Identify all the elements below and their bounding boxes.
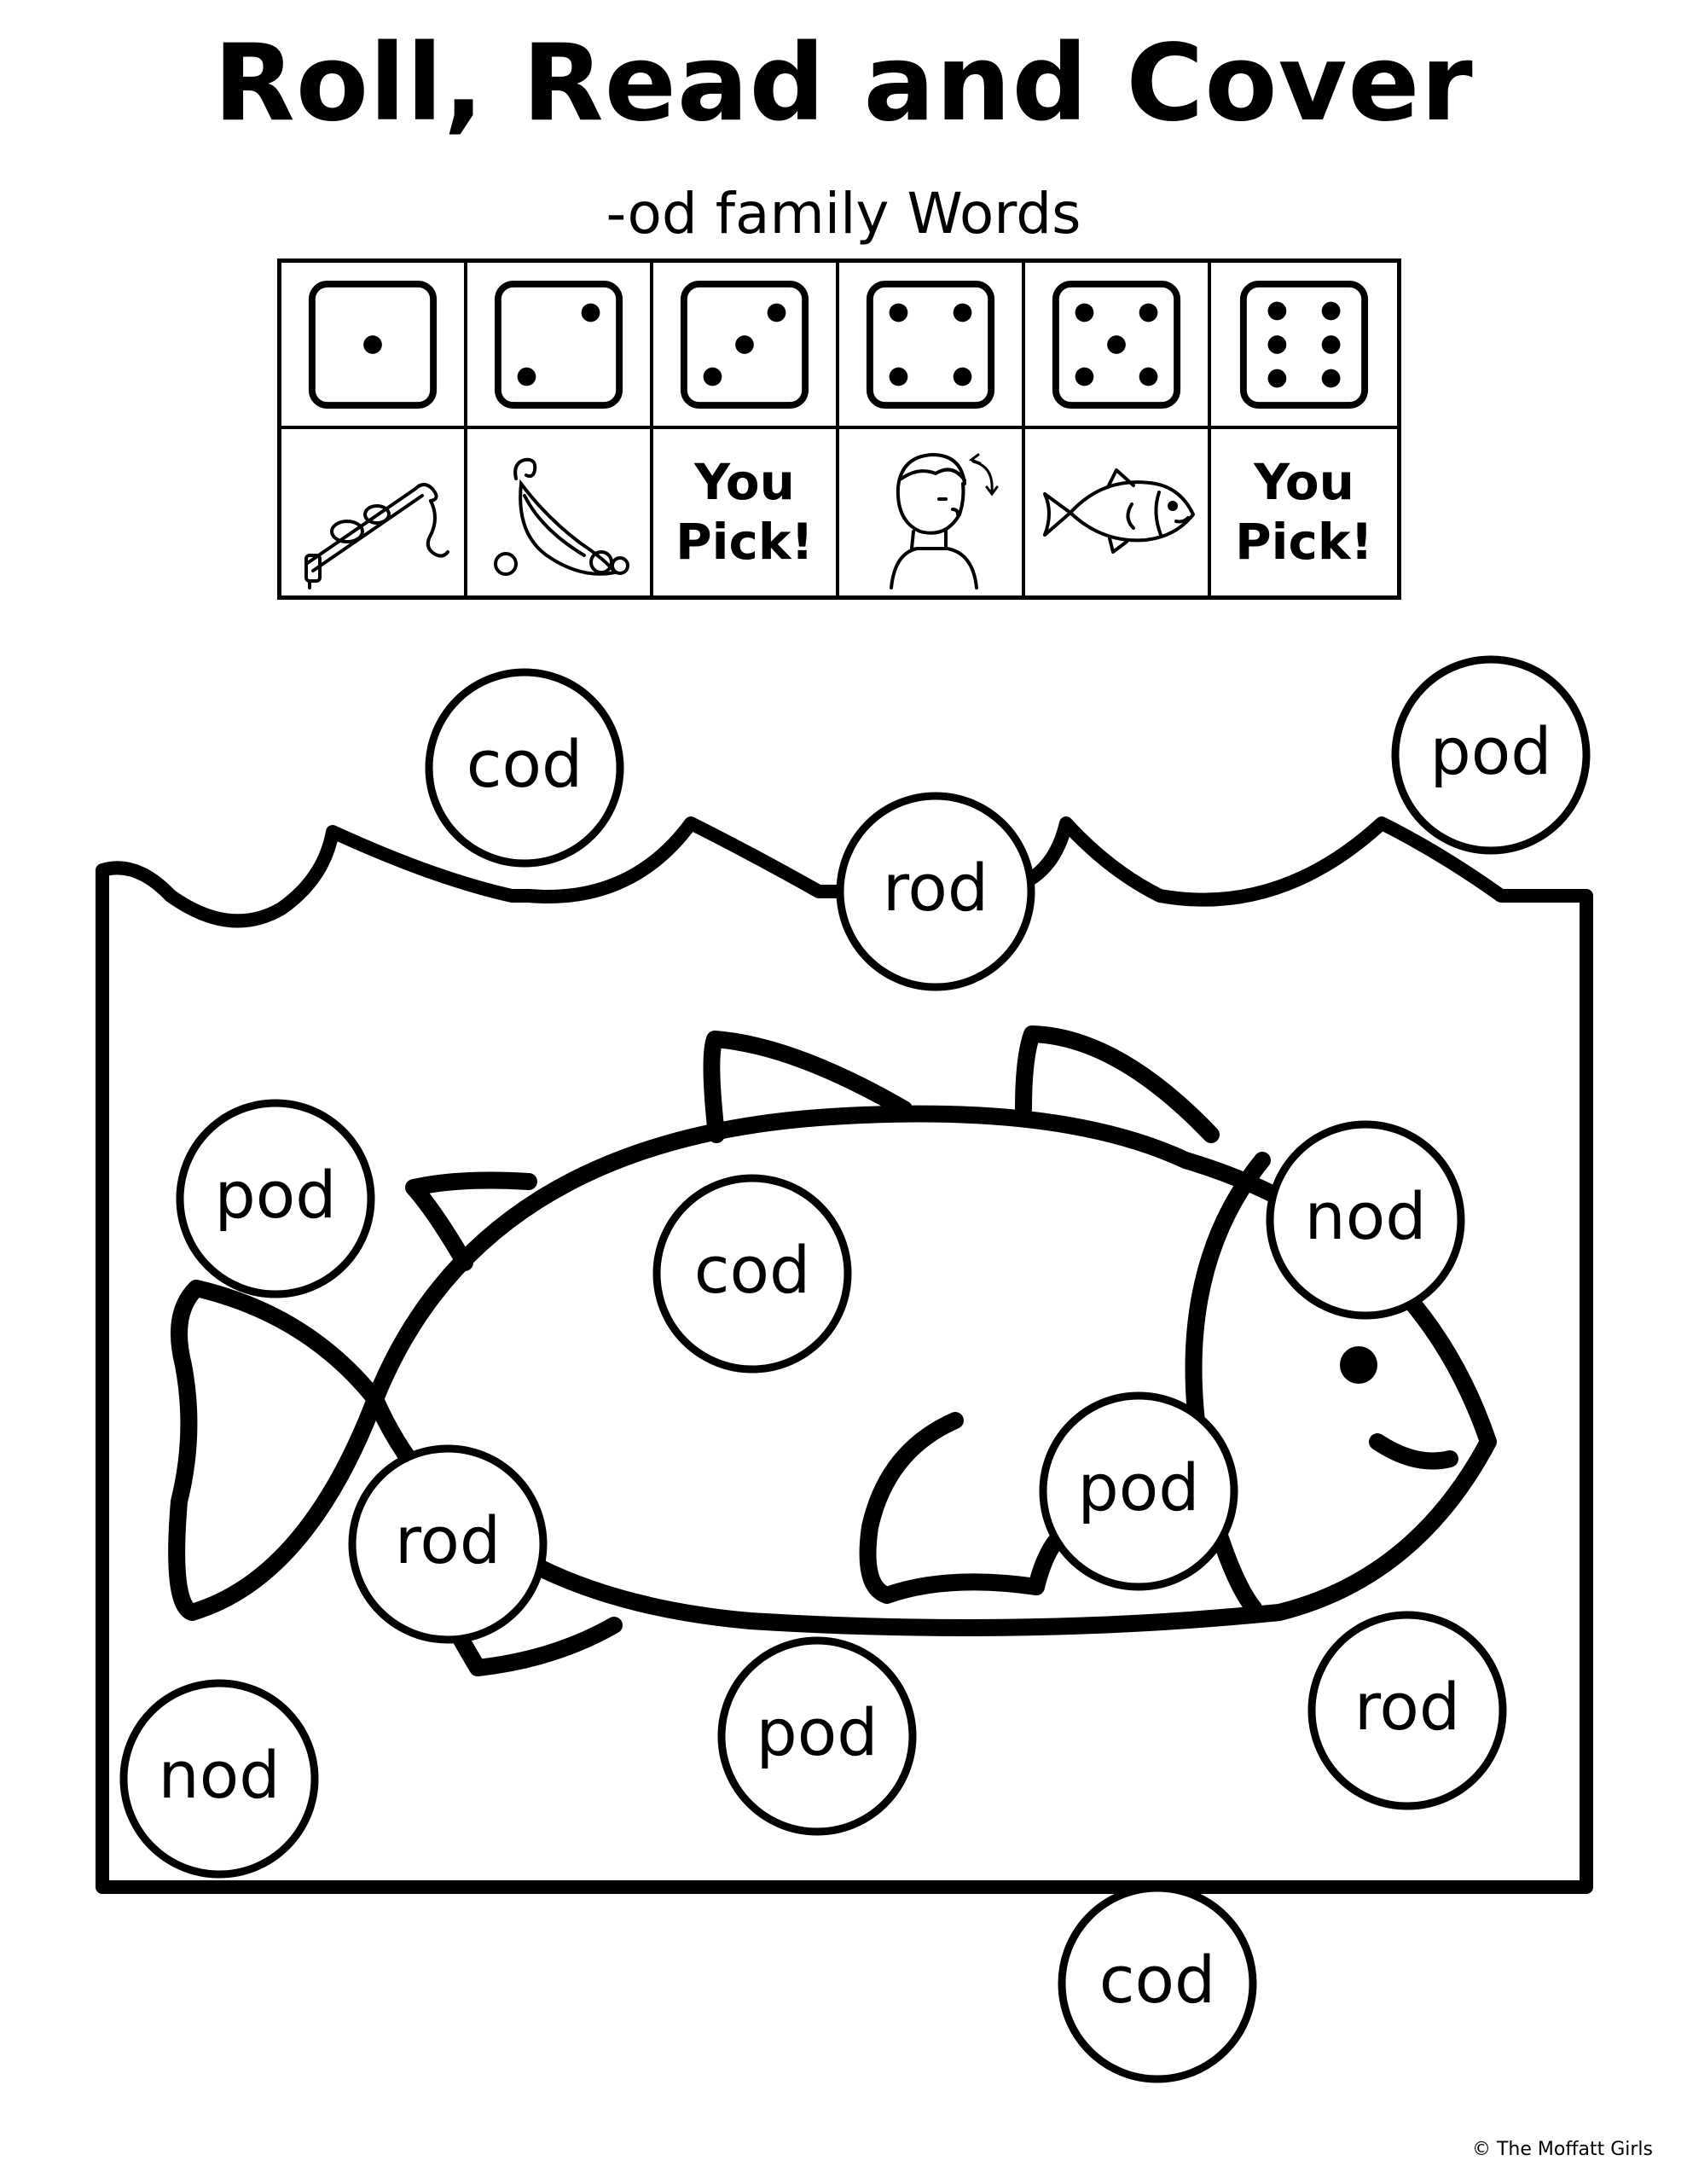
word-label: cod [694, 1232, 811, 1308]
cod-fish-icon [1043, 468, 1195, 554]
you-pick-line1: You [1254, 452, 1354, 511]
word-circle-5[interactable]: cod [652, 1174, 852, 1374]
key-cell-die-1 [281, 263, 467, 429]
word-label: pod [1078, 1449, 1200, 1525]
word-label: rod [883, 850, 988, 926]
word-circle-1[interactable]: cod [425, 668, 624, 868]
word-circle-4[interactable]: pod [176, 1099, 375, 1298]
word-circles: cod pod rod pod cod nod pod rod rod nod pod cod [119, 655, 1591, 2083]
page-title: Roll, Read and Cover [213, 22, 1474, 145]
key-cell-picture-3: You Pick! [653, 429, 839, 595]
key-cell-picture-4 [839, 429, 1025, 595]
word-circle-8[interactable]: rod [348, 1444, 548, 1644]
word-label: pod [215, 1157, 337, 1233]
die-three-icon [680, 280, 809, 409]
die-six-icon [1239, 280, 1369, 409]
key-cell-picture-1 [281, 429, 467, 595]
boy-nodding-icon [890, 452, 999, 590]
word-circle-outline[interactable] [176, 1099, 375, 1298]
word-circle-outline[interactable] [836, 792, 1035, 991]
you-pick-line2: Pick! [1235, 512, 1373, 571]
word-circle-outline[interactable] [717, 1636, 917, 1836]
word-circle-outline[interactable] [1391, 655, 1591, 855]
word-circle-outline[interactable] [1058, 1884, 1257, 2083]
word-label: rod [1354, 1669, 1460, 1745]
word-circle-outline[interactable] [119, 1679, 319, 1879]
key-cell-die-5 [1025, 263, 1211, 429]
word-circle-9[interactable]: rod [1307, 1611, 1507, 1810]
pea-pod-icon [494, 457, 629, 576]
word-circle-3[interactable]: rod [836, 792, 1035, 991]
die-four-icon [866, 280, 995, 409]
word-label: pod [757, 1694, 878, 1770]
you-pick-label: You Pick! [675, 453, 814, 572]
word-circle-7[interactable]: pod [1039, 1391, 1238, 1591]
word-circle-outline[interactable] [425, 668, 624, 868]
page-subtitle: -od family Words [606, 181, 1081, 247]
die-one-icon [308, 280, 438, 409]
you-pick-line1: You [694, 452, 795, 511]
key-cell-picture-6: You Pick! [1211, 429, 1397, 595]
word-circle-outline[interactable] [1307, 1611, 1507, 1810]
word-label: rod [395, 1502, 501, 1578]
fishing-rod-icon [304, 482, 449, 590]
word-circle-10[interactable]: nod [119, 1679, 319, 1879]
copyright-text: © The Moffatt Girls [1471, 2139, 1653, 2160]
key-cell-picture-2 [467, 429, 653, 595]
word-label: nod [159, 1737, 281, 1813]
word-circle-outline[interactable] [348, 1444, 548, 1644]
die-two-icon [494, 280, 623, 409]
word-circle-6[interactable]: nod [1266, 1120, 1465, 1320]
fish-eye-icon [1340, 1346, 1377, 1384]
key-cell-picture-5 [1025, 429, 1211, 595]
word-circle-outline[interactable] [1266, 1120, 1465, 1320]
you-pick-line2: Pick! [675, 512, 814, 571]
word-label: nod [1305, 1178, 1427, 1254]
key-cell-die-4 [839, 263, 1025, 429]
you-pick-label: You Pick! [1235, 453, 1373, 572]
word-label: pod [1430, 713, 1552, 789]
word-circle-outline[interactable] [652, 1174, 852, 1374]
die-five-icon [1052, 280, 1181, 409]
word-circle-12[interactable]: cod [1058, 1884, 1257, 2083]
word-circle-outline[interactable] [1039, 1391, 1238, 1591]
key-cell-die-6 [1211, 263, 1397, 429]
tank-outline [96, 816, 1593, 1894]
word-label: cod [467, 726, 583, 802]
dice-key-table: You Pick! You [277, 258, 1401, 600]
key-cell-die-2 [467, 263, 653, 429]
key-cell-die-3 [653, 263, 839, 429]
word-label: cod [1099, 1942, 1216, 2018]
word-circle-11[interactable]: pod [717, 1636, 917, 1836]
word-circle-2[interactable]: pod [1391, 655, 1591, 855]
